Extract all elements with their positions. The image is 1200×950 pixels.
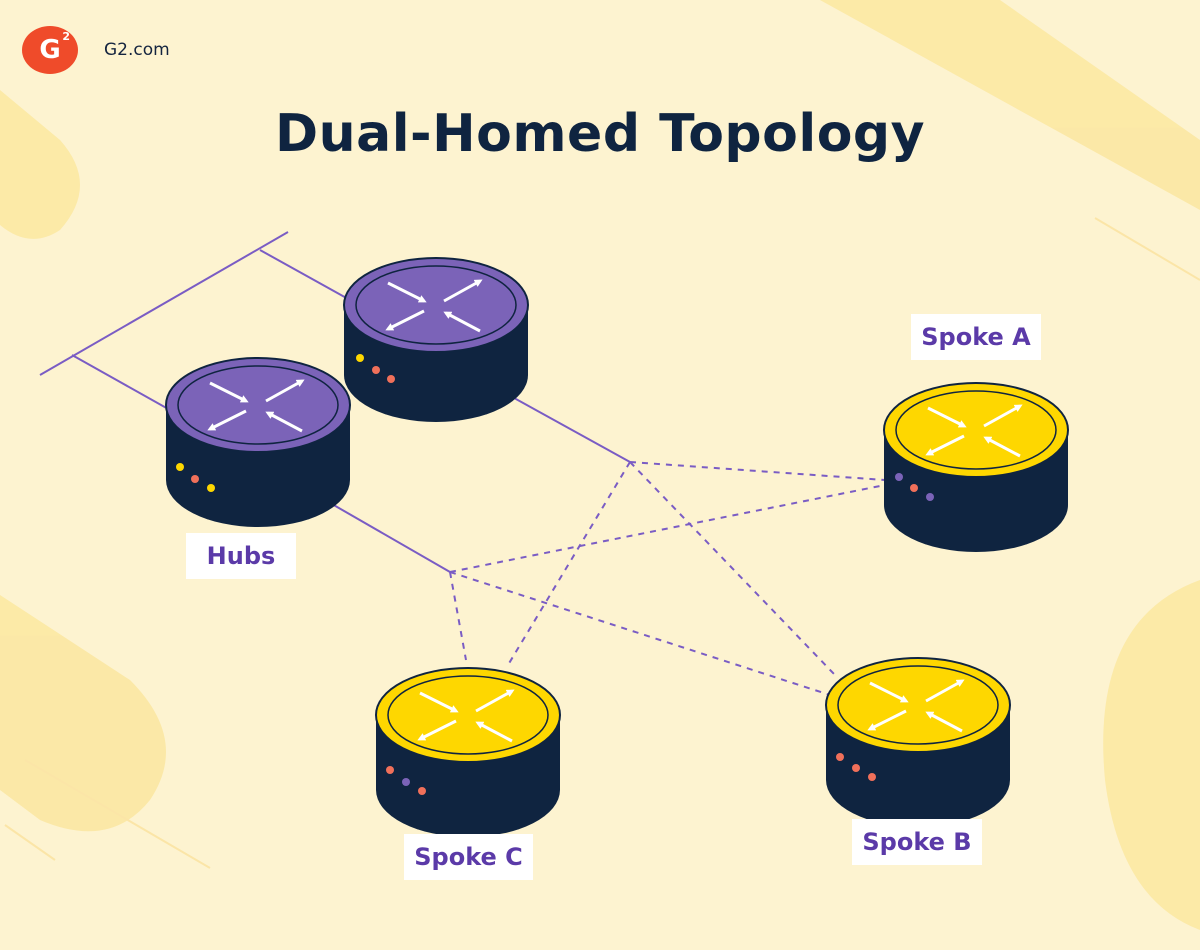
spoke-links: [449, 461, 886, 696]
hub-links: [39, 231, 631, 573]
site-name: G2.com: [104, 40, 170, 60]
spoke-b-label: Spoke B: [852, 819, 982, 865]
background-decoration: [0, 0, 1200, 930]
spoke-c-router: [375, 667, 561, 837]
page-title: Dual-Homed Topology: [274, 104, 926, 164]
spoke-a-router: [883, 382, 1069, 552]
spoke-a-label: Spoke A: [911, 314, 1041, 360]
hub-router-back: [343, 257, 529, 422]
spoke-b-router: [825, 657, 1011, 827]
hubs-label: Hubs: [186, 533, 296, 579]
spoke-c-label: Spoke C: [404, 834, 533, 880]
hub-router-front: [165, 357, 351, 527]
